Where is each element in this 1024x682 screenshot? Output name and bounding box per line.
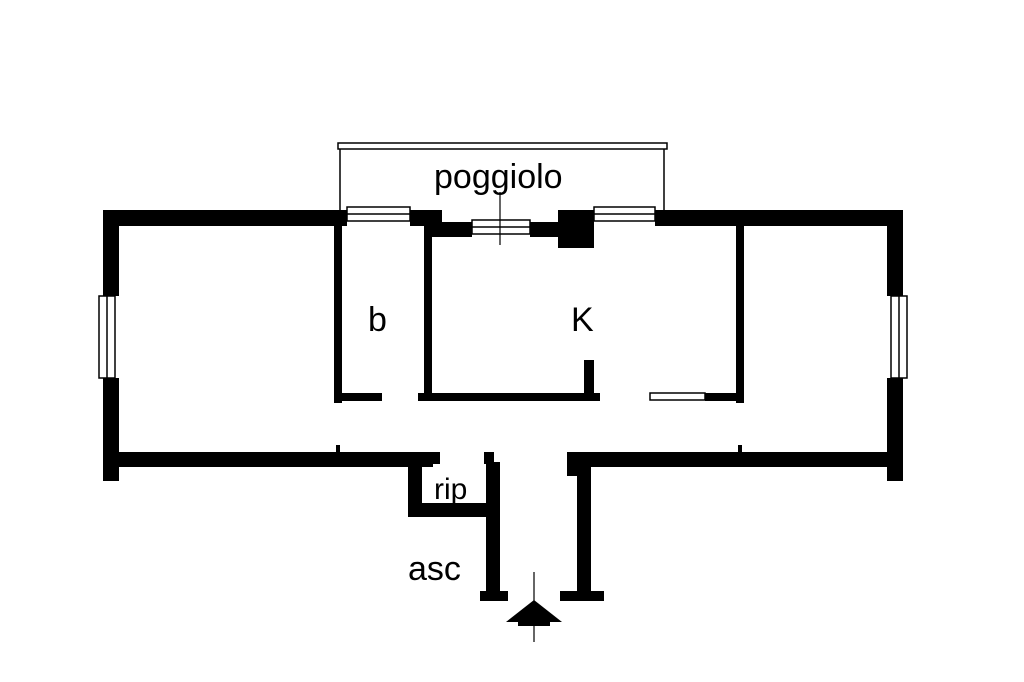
chimney-block [558,210,594,248]
wall-top-left [103,210,347,226]
wall-right-room-bottom [705,393,744,401]
wall-hall-right-tick [738,445,742,453]
entrance-arrow-icon [506,572,562,642]
wall-storage-top-left [432,452,440,464]
label-storage: rip [434,473,467,506]
wall-right-room [736,226,744,403]
wall-storage-bottom [408,503,500,517]
wall-bath-right [424,226,432,400]
interior-walls [334,226,744,464]
balcony [337,142,668,212]
label-poggiolo: poggiolo [434,158,563,196]
wall-hall-left-tick [336,445,340,453]
entrance-jamb-left [480,591,508,601]
wall-top-mid-b [428,222,472,237]
wall-kitchen-stub [584,360,594,400]
label-elevator: asc [408,550,461,588]
wall-top-right [655,210,903,226]
sliding-door [649,392,706,401]
wall-bottom-left [103,452,433,467]
label-kitchen: K [571,301,594,339]
wall-bath-left [334,226,342,403]
wall-corridor-right-top [567,452,581,476]
wall-left-upper [103,210,119,296]
wall-kitchen-bottom [418,393,600,401]
windows [98,206,908,379]
wall-right-upper [887,210,903,296]
wall-bath-bottom [334,393,382,401]
wall-storage-left [408,452,422,516]
label-bathroom: b [368,301,387,339]
wall-storage-top-right [484,452,494,464]
wall-bottom-right [567,452,903,467]
exterior-walls [103,210,903,601]
entrance-jamb-right [560,591,604,601]
wall-top-mid-c [530,222,560,237]
wall-corridor-right [577,462,591,600]
wall-corridor-left [486,462,500,600]
balcony-railing [337,142,668,150]
